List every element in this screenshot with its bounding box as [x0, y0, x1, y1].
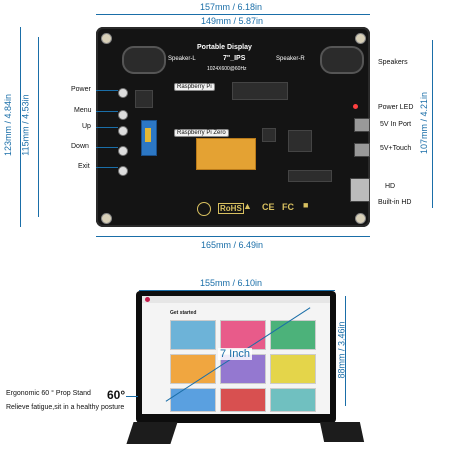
screen-tile[interactable]	[170, 388, 216, 412]
prop-stand	[319, 422, 365, 442]
chip-left-small	[135, 90, 153, 108]
label-5v-touch: 5V+Touch	[380, 145, 412, 152]
usb-port-1	[354, 118, 370, 132]
screen-tile[interactable]	[270, 320, 316, 350]
screen-tile[interactable]	[220, 320, 266, 350]
board-button-up[interactable]	[118, 126, 128, 136]
label-speakers: Speakers	[378, 59, 408, 66]
hdmi-port	[350, 178, 370, 202]
leader-line	[96, 147, 118, 148]
gpio-header	[232, 82, 288, 100]
label-power: Power	[71, 86, 91, 93]
power-led	[353, 104, 358, 109]
speaker-left-label: Speaker-L	[168, 56, 196, 62]
dim-outer-width: 157mm / 6.18in	[200, 2, 263, 12]
dim-right-height: 107mm / 4.21in	[419, 91, 430, 155]
dim-display-width: 155mm / 6.10in	[200, 278, 263, 288]
label-up: Up	[82, 123, 91, 130]
screen-tile[interactable]	[170, 320, 216, 350]
board-resolution: 1024X600@60Hz	[207, 66, 247, 72]
dim-line-outer-width	[96, 14, 370, 15]
fpc-connector	[196, 138, 256, 170]
mount-hole	[101, 213, 112, 224]
label-5v-in: 5V In Port	[380, 121, 412, 128]
label-hd: HD	[385, 183, 396, 190]
monitor-screen: Get started 7 Inch	[142, 296, 330, 414]
cube-logo-icon: ■	[303, 200, 309, 210]
screen-tile[interactable]	[220, 388, 266, 412]
fc-logo: FC	[282, 202, 294, 212]
mount-hole	[355, 33, 366, 44]
board-button-power[interactable]	[118, 88, 128, 98]
screen-tile[interactable]	[170, 354, 216, 384]
yellow-connector	[145, 128, 151, 142]
dim-line-inner-height	[38, 37, 39, 217]
speaker-right-label: Speaker-R	[276, 56, 305, 62]
board-button-exit[interactable]	[118, 166, 128, 176]
rpi-label: Raspberry Pi	[174, 83, 215, 91]
dim-line-display-height	[345, 296, 346, 406]
board-title: Portable Display	[197, 44, 252, 51]
dim-line-outer-height	[20, 27, 21, 227]
label-down: Down	[71, 143, 89, 150]
leader-line	[96, 167, 118, 168]
raspberry-icon	[145, 297, 150, 302]
main-ic	[288, 130, 312, 152]
qc-badge-icon	[197, 202, 211, 216]
dim-bottom-width: 165mm / 6.49in	[201, 240, 264, 250]
board-subtitle: 7"_IPS	[223, 55, 246, 62]
leader-line	[96, 127, 118, 128]
ic-small	[262, 128, 276, 142]
speaker-right	[320, 46, 364, 74]
screen-topbar	[142, 296, 330, 303]
rohs-logo: RoHS	[218, 203, 244, 214]
stand-description: Relieve fatigue,sit in a healthy posture	[6, 404, 125, 411]
dim-outer-height: 123mm / 4.84in	[3, 93, 14, 157]
ribbon-header	[288, 170, 332, 182]
diagonal-label: 7 Inch	[218, 348, 252, 360]
stand-title: Ergonomic 60 ° Prop Stand	[6, 390, 91, 397]
board-button-down[interactable]	[118, 146, 128, 156]
ce-logo: CE	[262, 202, 275, 212]
dim-display-height: 88mm / 3.46in	[336, 321, 347, 379]
warning-icon: ▲	[243, 201, 252, 211]
label-exit: Exit	[78, 163, 90, 170]
dim-line-bottom-width	[96, 236, 370, 237]
label-built-in-hd: Built-in HD	[378, 199, 412, 206]
angle-label: 60°	[107, 388, 126, 402]
mount-hole	[101, 33, 112, 44]
board-button-menu[interactable]	[118, 110, 128, 120]
usb-port-2	[354, 143, 370, 157]
leader-line	[96, 90, 118, 91]
label-power-led: Power LED	[378, 104, 414, 111]
dim-inner-height: 115mm / 4.53in	[20, 94, 31, 156]
angle-line	[126, 396, 138, 397]
dim-inner-width: 149mm / 5.87in	[201, 16, 264, 26]
screen-tile[interactable]	[270, 388, 316, 412]
rpi-zero-label: Raspberry Pi Zero	[174, 129, 229, 137]
dim-line-display-width	[139, 290, 335, 291]
leader-line	[96, 111, 118, 112]
prop-stand	[126, 422, 178, 444]
label-menu: Menu	[74, 107, 92, 114]
screen-header: Get started	[170, 310, 197, 316]
screen-tile[interactable]	[270, 354, 316, 384]
mount-hole	[355, 213, 366, 224]
dim-line-right-height	[432, 40, 433, 208]
speaker-left	[122, 46, 166, 74]
